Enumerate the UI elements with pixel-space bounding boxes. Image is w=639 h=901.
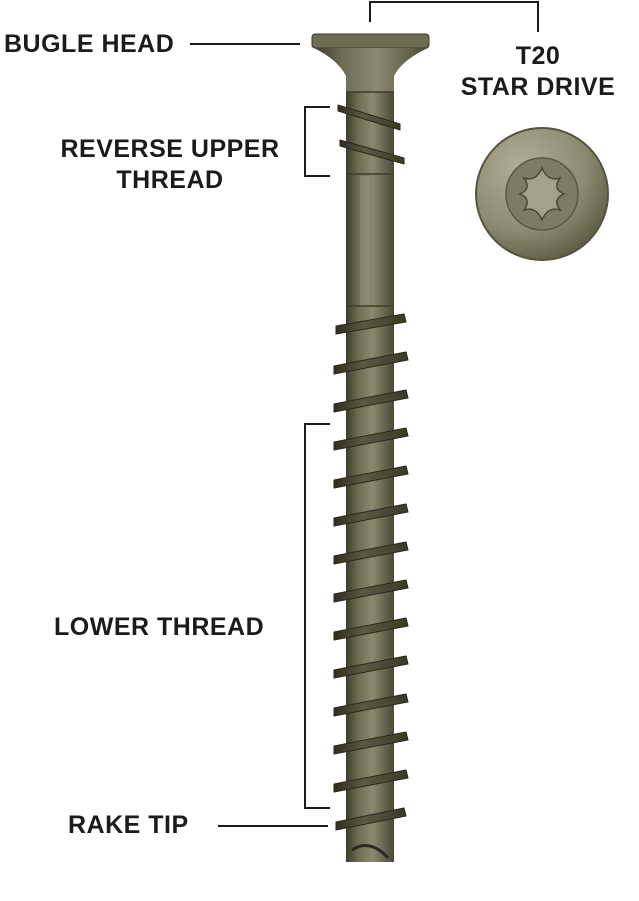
smooth-shank-highlight	[360, 176, 370, 306]
lower-thread-label: LOWER THREAD	[54, 613, 265, 641]
reverse-upper-thread-label: REVERSE UPPER THREAD	[54, 134, 286, 196]
reverse-upper-thread-label-line2: THREAD	[116, 166, 224, 194]
reverse-upper-thread	[337, 104, 405, 165]
drive-bracket	[369, 1, 539, 32]
lower-thread	[333, 313, 409, 831]
star-drive-label: T20 STAR DRIVE	[440, 41, 636, 103]
bugle-head-taper	[314, 48, 428, 92]
rake-tip-label: RAKE TIP	[68, 811, 189, 839]
bugle-head-label: BUGLE HEAD	[4, 30, 175, 58]
head-end-view	[475, 127, 609, 261]
reverse-upper-thread-label-line1: REVERSE UPPER	[60, 135, 280, 163]
star-drive-label-line2: STAR DRIVE	[460, 73, 616, 101]
reverse-thread-bracket	[304, 106, 330, 177]
lower-thread-bracket	[304, 423, 330, 809]
screw-shaft	[346, 70, 394, 860]
bugle-head-top	[311, 33, 430, 49]
star-drive-label-line1: T20	[515, 42, 561, 70]
star-drive-recess	[518, 166, 566, 222]
screw	[311, 33, 430, 862]
leader-lines	[190, 1, 539, 827]
